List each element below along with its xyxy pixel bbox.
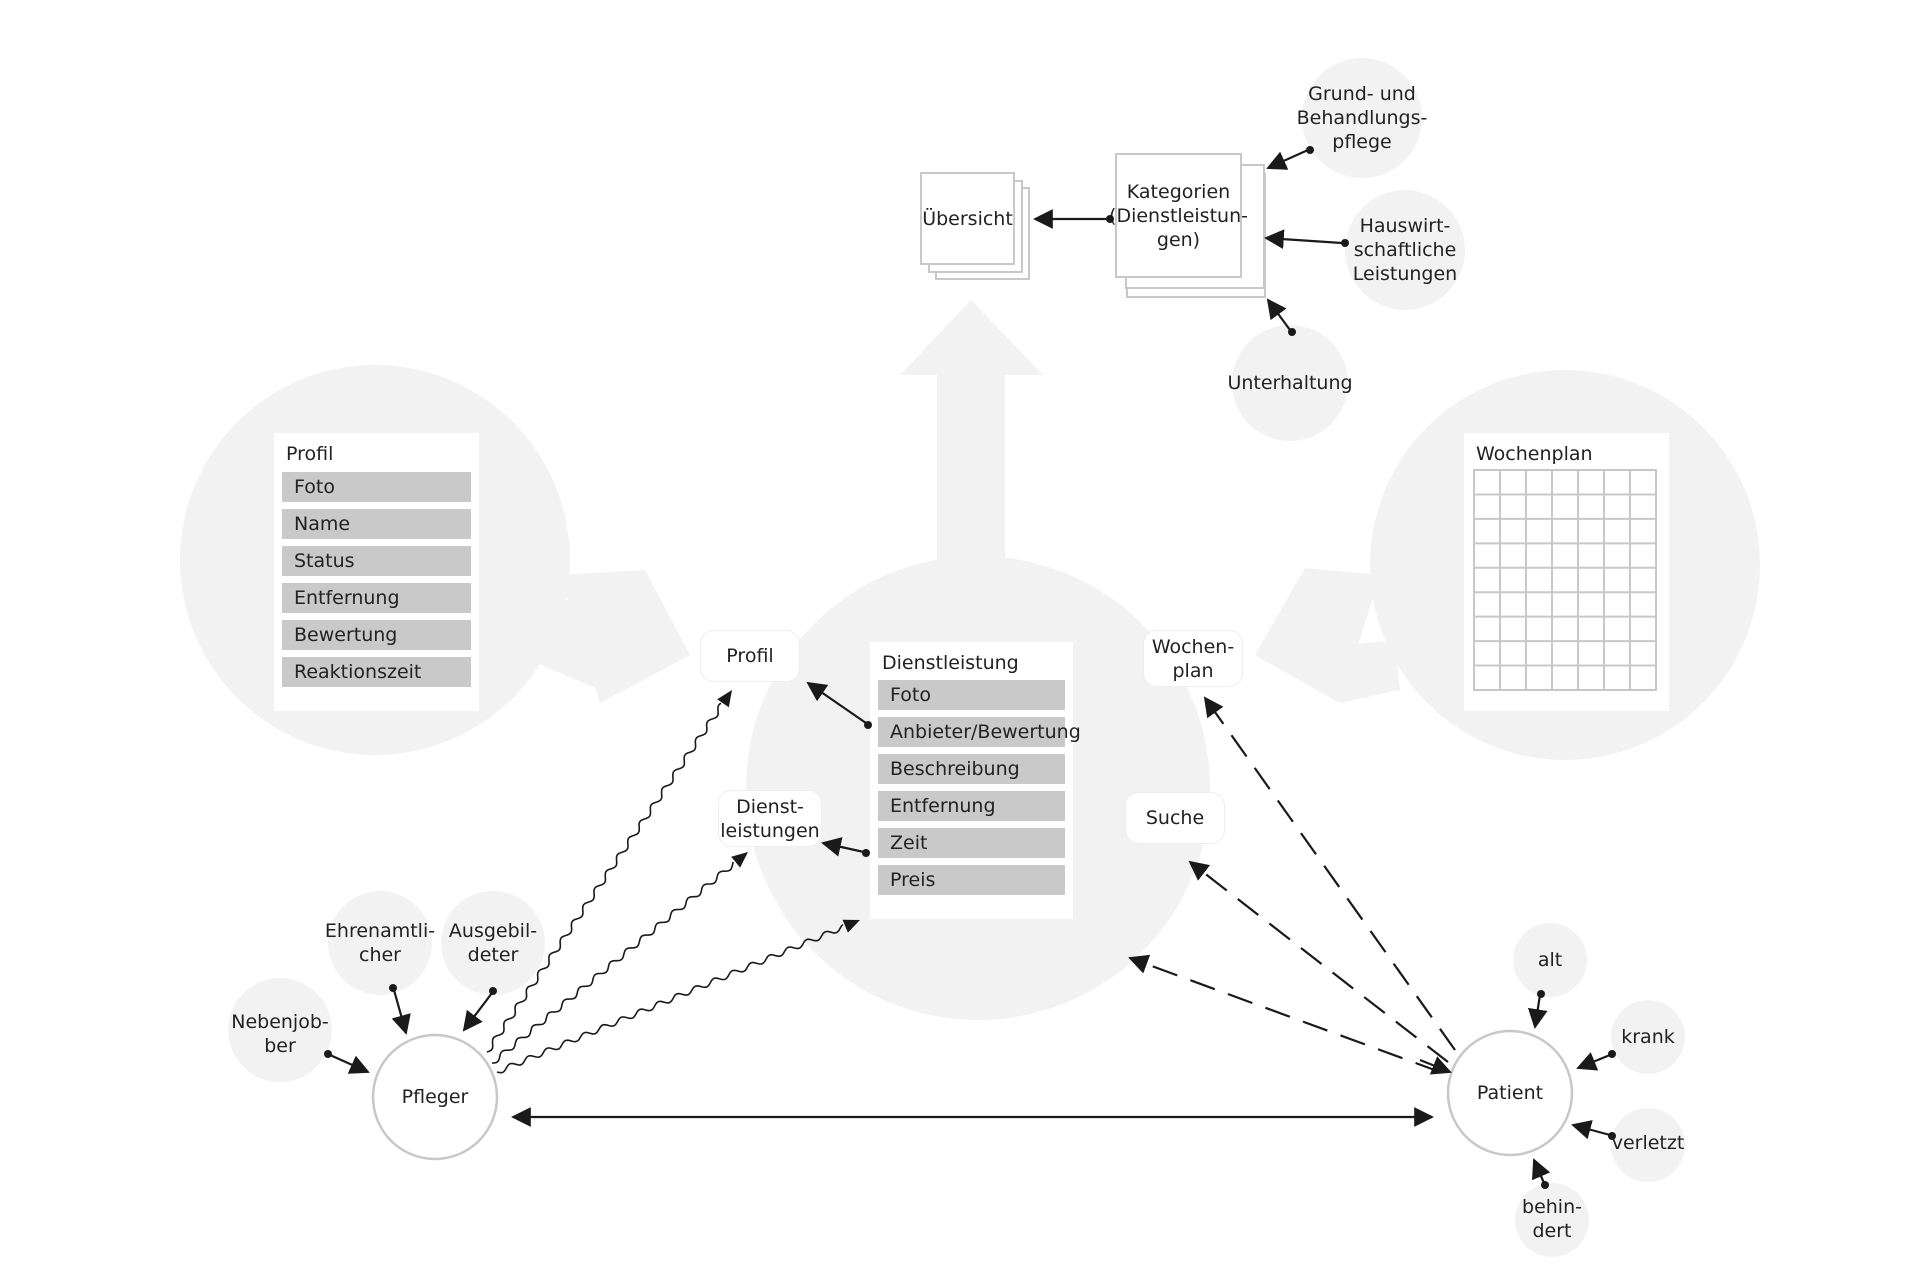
center-profil-pill: Profil bbox=[700, 630, 800, 682]
center-dienstleistungen-pill: Dienst- leistungen bbox=[718, 790, 822, 847]
wavy-pfleger-dienstleistungen bbox=[491, 861, 734, 1064]
profile-card-title: Profil bbox=[286, 443, 334, 465]
service-field-preis: Preis bbox=[878, 865, 1065, 895]
arrow-nebenjobber-pfleger bbox=[329, 1053, 370, 1074]
profile-field-reaktionszeit: Reaktionszeit bbox=[282, 657, 471, 687]
profile-card: Profil Foto Name Status Entfernung Bewer… bbox=[274, 433, 479, 711]
category-grund-label: Grund- und Behandlungs- pflege bbox=[1296, 83, 1428, 153]
arrow-behindert-patient bbox=[1532, 1158, 1551, 1184]
verletzt-label: verletzt bbox=[1611, 1132, 1685, 1154]
nebenjobber-bubble bbox=[228, 978, 332, 1082]
overview-page bbox=[920, 172, 1015, 265]
arrow-ausgebildeter-pfleger bbox=[462, 992, 493, 1032]
krank-bubble bbox=[1611, 1000, 1685, 1074]
arrow-left-profile-fill bbox=[560, 570, 690, 703]
category-hauswirt-label: Hauswirt- schaftliche Leistungen bbox=[1352, 215, 1458, 285]
arrow-verletzt-patient bbox=[1571, 1120, 1611, 1140]
service-field-anbieter: Anbieter/Bewertung bbox=[878, 717, 1081, 747]
wavy-pfleger-dienstleistungen-head bbox=[731, 852, 748, 868]
profile-field-status: Status bbox=[282, 546, 471, 576]
unterhaltung-bubble bbox=[1232, 325, 1348, 441]
nebenjobber-label: Nebenjob- ber bbox=[231, 1011, 329, 1057]
hauswirt-bubble bbox=[1345, 190, 1465, 310]
wavy-pfleger-profil-head bbox=[717, 690, 732, 708]
weekplan-card-title: Wochenplan bbox=[1476, 443, 1593, 465]
categories-page bbox=[1115, 153, 1242, 278]
dashed-patient-center bbox=[1128, 954, 1441, 1074]
center-wochenplan-pill: Wochen- plan bbox=[1143, 630, 1243, 687]
arrow-right-weekplan-fill bbox=[1255, 640, 1400, 703]
arrow-service-dienstleistungen bbox=[821, 837, 865, 857]
verletzt-bubble bbox=[1611, 1108, 1685, 1182]
profile-field-foto: Foto bbox=[282, 472, 471, 502]
profile-field-name: Name bbox=[282, 509, 471, 539]
ehrenamtlicher-bubble bbox=[328, 891, 432, 995]
ehrenamtlicher-label: Ehrenamtli- cher bbox=[324, 920, 436, 966]
category-unterhaltung-label: Unterhaltung bbox=[1227, 372, 1353, 394]
endpoint-dots bbox=[324, 146, 1616, 1189]
alt-bubble bbox=[1513, 923, 1587, 997]
profile-field-entfernung: Entfernung bbox=[282, 583, 471, 613]
service-card-title: Dienstleistung bbox=[882, 652, 1019, 674]
arrow-unterhaltung-categories bbox=[1266, 298, 1291, 331]
weekplan-card: Wochenplan bbox=[1464, 433, 1669, 711]
dashed-patient-wochenplan bbox=[1203, 696, 1456, 1051]
arrow-ehrenamtlicher-pfleger bbox=[391, 989, 411, 1035]
ausgebildeter-bubble bbox=[441, 891, 545, 995]
patient-label: Patient bbox=[1476, 1082, 1544, 1104]
krank-label: krank bbox=[1621, 1026, 1675, 1048]
wavy-pfleger-profil bbox=[486, 702, 722, 1053]
service-card: Dienstleistung Foto Anbieter/Bewertung B… bbox=[870, 642, 1081, 919]
behindert-label: behin- dert bbox=[1522, 1196, 1582, 1242]
wavy-pfleger-dienstleistung-head bbox=[842, 919, 860, 933]
overview-label: Übersicht bbox=[922, 207, 1013, 230]
service-field-beschreibung: Beschreibung bbox=[878, 754, 1065, 784]
arrow-hauswirt-categories bbox=[1264, 229, 1343, 250]
ausgebildeter-label: Ausgebil- deter bbox=[448, 920, 538, 966]
wavy-pfleger-dienstleistung bbox=[496, 923, 844, 1074]
profile-field-bewertung: Bewertung bbox=[282, 620, 471, 650]
arrow-alt-patient bbox=[1527, 994, 1548, 1029]
arrow-service-profil bbox=[806, 681, 867, 724]
patient-circle bbox=[1446, 1029, 1574, 1157]
alt-label: alt bbox=[1537, 949, 1563, 971]
behindert-bubble bbox=[1515, 1183, 1589, 1257]
arrow-up-shape bbox=[900, 300, 1043, 560]
categories-label: Kategorien (Dienstleistun- gen) bbox=[1109, 180, 1248, 251]
service-field-zeit: Zeit bbox=[878, 828, 1065, 858]
dashed-patient-suche bbox=[1188, 860, 1449, 1063]
service-field-foto: Foto bbox=[878, 680, 1065, 710]
dashed-patient-center-tip bbox=[1419, 1056, 1452, 1075]
pfleger-circle bbox=[371, 1033, 499, 1161]
center-suche-pill: Suche bbox=[1125, 792, 1225, 844]
service-field-entfernung: Entfernung bbox=[878, 791, 1065, 821]
grund-bubble bbox=[1302, 58, 1422, 178]
weekplan-grid bbox=[1473, 469, 1657, 691]
arrow-grund-categories bbox=[1266, 148, 1309, 170]
pfleger-label: Pfleger bbox=[401, 1086, 469, 1108]
arrow-krank-patient bbox=[1576, 1052, 1611, 1071]
